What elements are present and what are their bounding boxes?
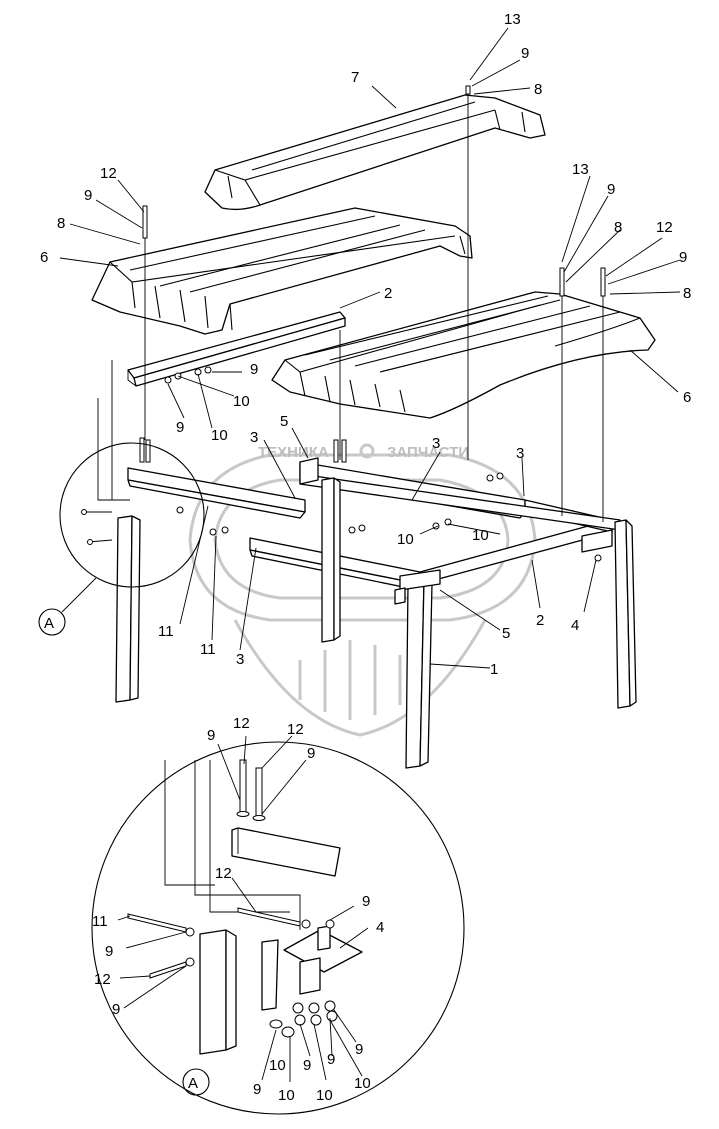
callout-10-detail-a: 10	[269, 1057, 286, 1074]
callout-3-left: 3	[250, 429, 258, 446]
watermark: ТЕХНИКА ЗАПЧАСТИ	[188, 443, 537, 737]
callout-12-detail-d: 12	[94, 971, 111, 988]
callout-8-left: 8	[57, 215, 65, 232]
callout-11-detail: 11	[92, 913, 108, 930]
callout-5-lower: 5	[502, 625, 510, 642]
callout-9-right-b: 9	[679, 249, 687, 266]
frame-hardware	[81, 85, 606, 562]
callout-12-detail-b: 12	[287, 721, 304, 738]
callout-11-b: 11	[200, 641, 216, 658]
leader-lines	[59, 27, 681, 1082]
callout-3-right: 3	[516, 445, 524, 462]
callout-9-detail-i: 9	[355, 1041, 363, 1058]
rail-part-2-upper	[127, 311, 346, 387]
callout-9-rail-b: 9	[176, 419, 184, 436]
callout-7: 7	[351, 69, 359, 86]
watermark-text-right: ЗАПЧАСТИ	[387, 444, 469, 461]
callout-8-right-b: 8	[683, 285, 691, 302]
callout-12-detail-a: 12	[233, 715, 250, 732]
callout-9-detail-d: 9	[105, 943, 113, 960]
callout-13-right: 13	[572, 161, 589, 178]
callout-9-detail-h: 9	[327, 1051, 335, 1068]
watermark-gear-icon	[359, 443, 375, 459]
callout-10-detail-b: 10	[278, 1087, 295, 1104]
support-frame	[115, 457, 637, 769]
callout-10-rail-a: 10	[233, 393, 250, 410]
watermark-text-left: ТЕХНИКА	[258, 444, 329, 461]
callout-9-detail-b: 9	[307, 745, 315, 762]
callout-10-frame-b: 10	[472, 527, 489, 544]
callout-9-detail-c: 9	[362, 893, 370, 910]
detail-view-a: А	[91, 741, 465, 1115]
callout-12-right: 12	[656, 219, 673, 236]
callout-6-right: 6	[683, 389, 691, 406]
callout-2-lower: 2	[536, 612, 544, 629]
callout-9-right-a: 9	[607, 181, 615, 198]
callout-12-detail-c: 12	[215, 865, 232, 882]
callout-8-top: 8	[534, 81, 542, 98]
view-a-label-small: А	[44, 615, 54, 632]
callout-9-detail-g: 9	[303, 1057, 311, 1074]
callout-9-top: 9	[521, 45, 529, 62]
callout-9-rail-a: 9	[250, 361, 258, 378]
callout-4: 4	[571, 617, 579, 634]
callout-9-detail-f: 9	[253, 1081, 261, 1098]
callout-5-upper: 5	[280, 413, 288, 430]
callout-12-left: 12	[100, 165, 117, 182]
callout-6-left: 6	[40, 249, 48, 266]
callout-3-front: 3	[236, 651, 244, 668]
roof-panel-left-part-6	[91, 207, 473, 335]
callout-10-detail-c: 10	[316, 1087, 333, 1104]
roof-panel-right-part-6	[271, 291, 656, 419]
detail-circle-small: А	[38, 442, 205, 636]
callout-10-frame-a: 10	[397, 531, 414, 548]
roof-cap-part-7	[204, 94, 546, 211]
callout-2-top: 2	[384, 285, 392, 302]
callout-8-right-a: 8	[614, 219, 622, 236]
alignment-lines	[97, 90, 604, 522]
callout-10-detail-d: 10	[354, 1075, 371, 1092]
callout-13-top: 13	[504, 11, 521, 28]
callout-10-rail-b: 10	[211, 427, 228, 444]
callout-labels: 13 9 8 7 12 9 8 6 2 13 9 8 12 9 8 6 9 10…	[40, 11, 691, 1104]
callout-9-detail-e: 9	[112, 1001, 120, 1018]
callout-1: 1	[490, 661, 498, 678]
callout-9-left: 9	[84, 187, 92, 204]
view-a-label-large: А	[188, 1075, 198, 1092]
callout-4-detail: 4	[376, 919, 384, 936]
callout-3-middle: 3	[432, 435, 440, 452]
callout-11-a: 11	[158, 623, 174, 640]
callout-9-detail-a: 9	[207, 727, 215, 744]
